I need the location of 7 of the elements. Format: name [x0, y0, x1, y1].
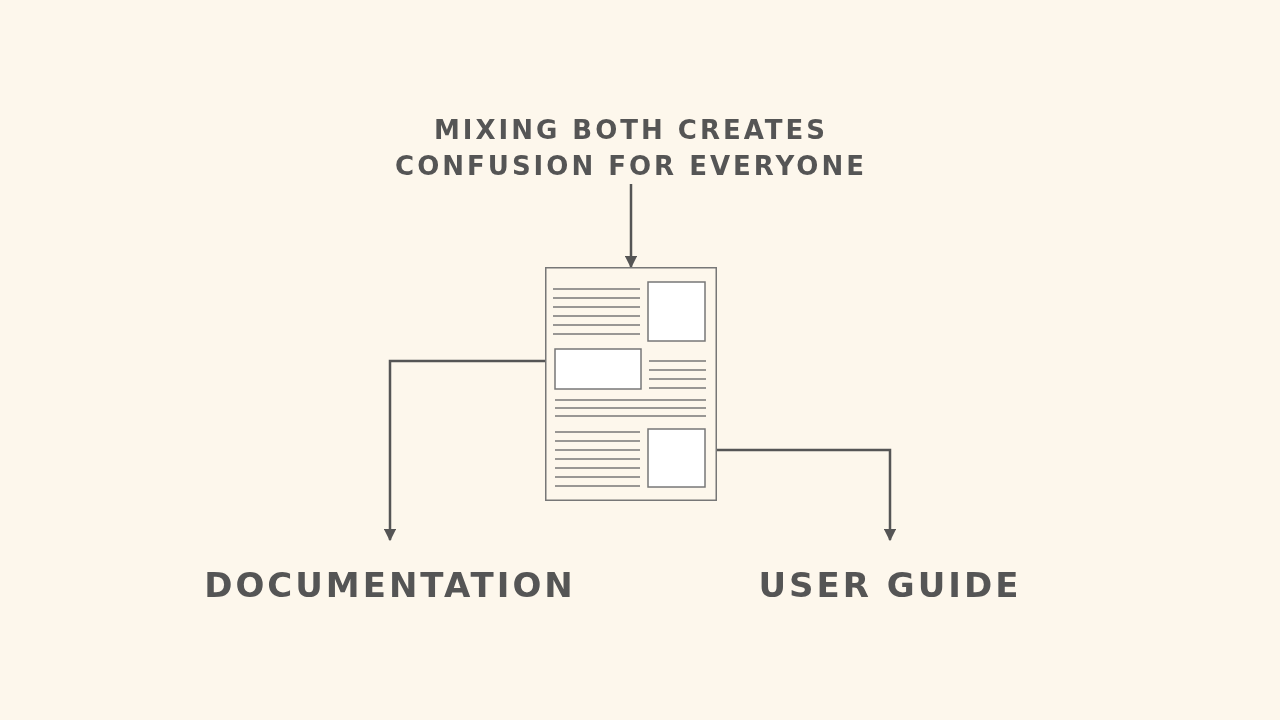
arrow — [717, 448, 897, 542]
document-drawing — [545, 267, 717, 501]
arrow — [624, 184, 638, 269]
arrow — [383, 359, 545, 542]
category-label: DOCUMENTATION — [203, 564, 577, 607]
category-label: USER GUIDE — [757, 564, 1023, 607]
heading-text: MIXING BOTH CREATES CONFUSION FOR EVERYONE — [394, 114, 868, 183]
